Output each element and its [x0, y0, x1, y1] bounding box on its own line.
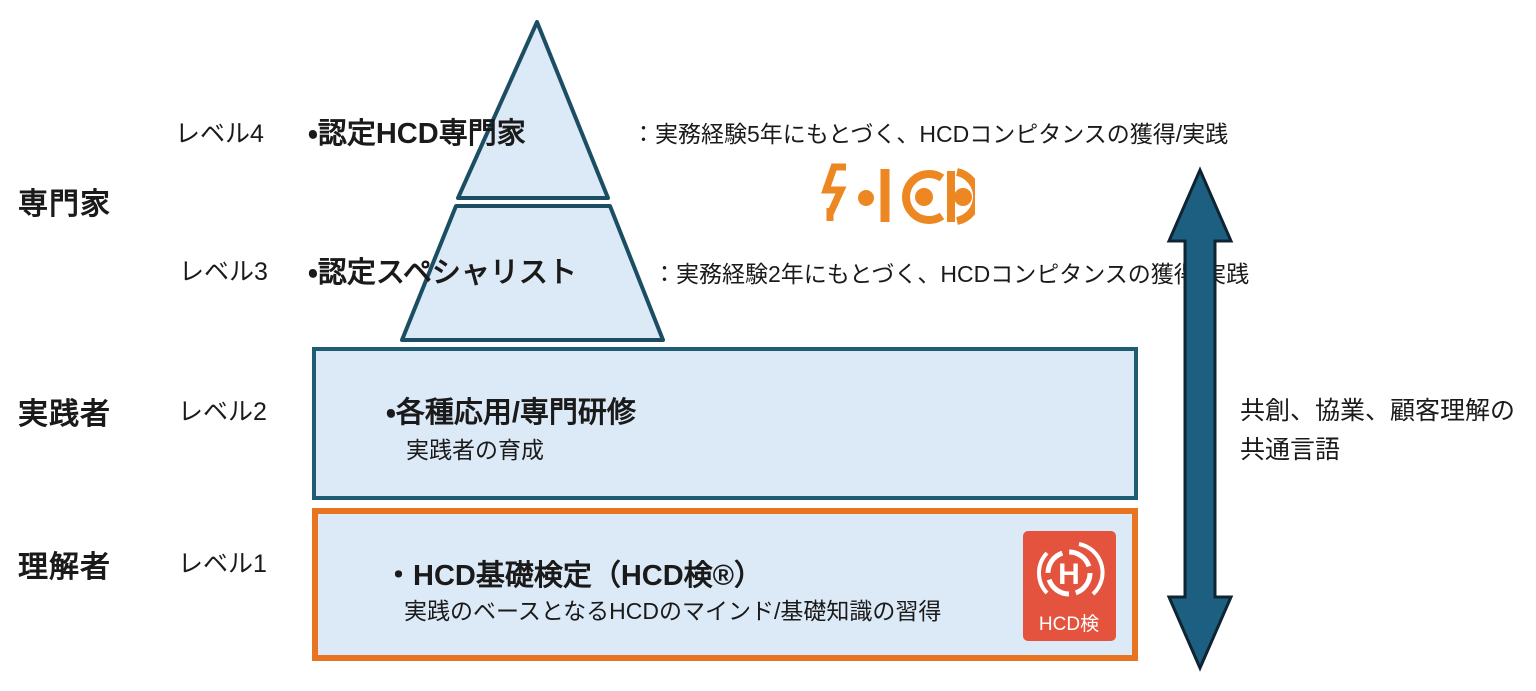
badge-background [1023, 531, 1116, 641]
logo-dot-left [858, 190, 874, 206]
level1-title: ・HCD基礎検定（HCD検®） [384, 560, 764, 592]
level2-subtitle: 実践者の育成 [406, 437, 544, 463]
hcd-logo-icon [821, 163, 975, 225]
badge-letter: H [1058, 558, 1080, 591]
badge-inner-ring [1045, 549, 1093, 597]
level4-label: レベル4 [175, 120, 264, 148]
level1-box: ・HCD基礎検定（HCD検®） 実践のベースとなるHCDのマインド/基礎知識の習… [312, 508, 1138, 661]
badge-outer-arc-left [1037, 551, 1049, 595]
level3-title: ・認定スペシャリスト [308, 257, 577, 289]
role-label-expert: 専門家 [18, 188, 111, 221]
role-label-practitioner: 実践者 [18, 398, 111, 431]
logo-c-stroke [902, 170, 945, 224]
logo-dot-c [915, 188, 933, 206]
level3-description: ：実務経験2年にもとづく、HCDコンピタンスの獲得/実践 [653, 261, 1250, 287]
logo-lightning-stroke [821, 163, 847, 216]
logo-dot-d [954, 188, 972, 206]
level1-label: レベル1 [178, 550, 267, 578]
arrow-note-line2: 共通言語 [1240, 436, 1341, 464]
level1-subtitle: 実践のベースとなるHCDのマインド/基礎知識の習得 [404, 598, 942, 624]
badge-label: HCD検 [1039, 613, 1099, 635]
badge-outer-arc-right [1078, 542, 1105, 596]
level2-box: ・各種応用/専門研修 実践者の育成 [312, 347, 1138, 500]
logo-d-curve [955, 168, 975, 225]
level4-title: ・認定HCD専門家 [308, 118, 526, 150]
level3-label: レベル3 [179, 258, 268, 286]
role-label-understander: 理解者 [18, 551, 111, 584]
arrow-note: 共創、協業、顧客理解の 共通言語 [1240, 392, 1515, 470]
arrow-note-line1: 共創、協業、顧客理解の [1240, 397, 1516, 425]
hcd-ken-badge-icon: H HCD検 [1023, 531, 1116, 641]
level2-label: レベル2 [178, 398, 267, 426]
level2-title: ・各種応用/専門研修 [386, 397, 636, 429]
arrow-polygon [1166, 166, 1234, 672]
level4-description: ：実務経験5年にもとづく、HCDコンピタンスの獲得/実践 [632, 121, 1229, 147]
